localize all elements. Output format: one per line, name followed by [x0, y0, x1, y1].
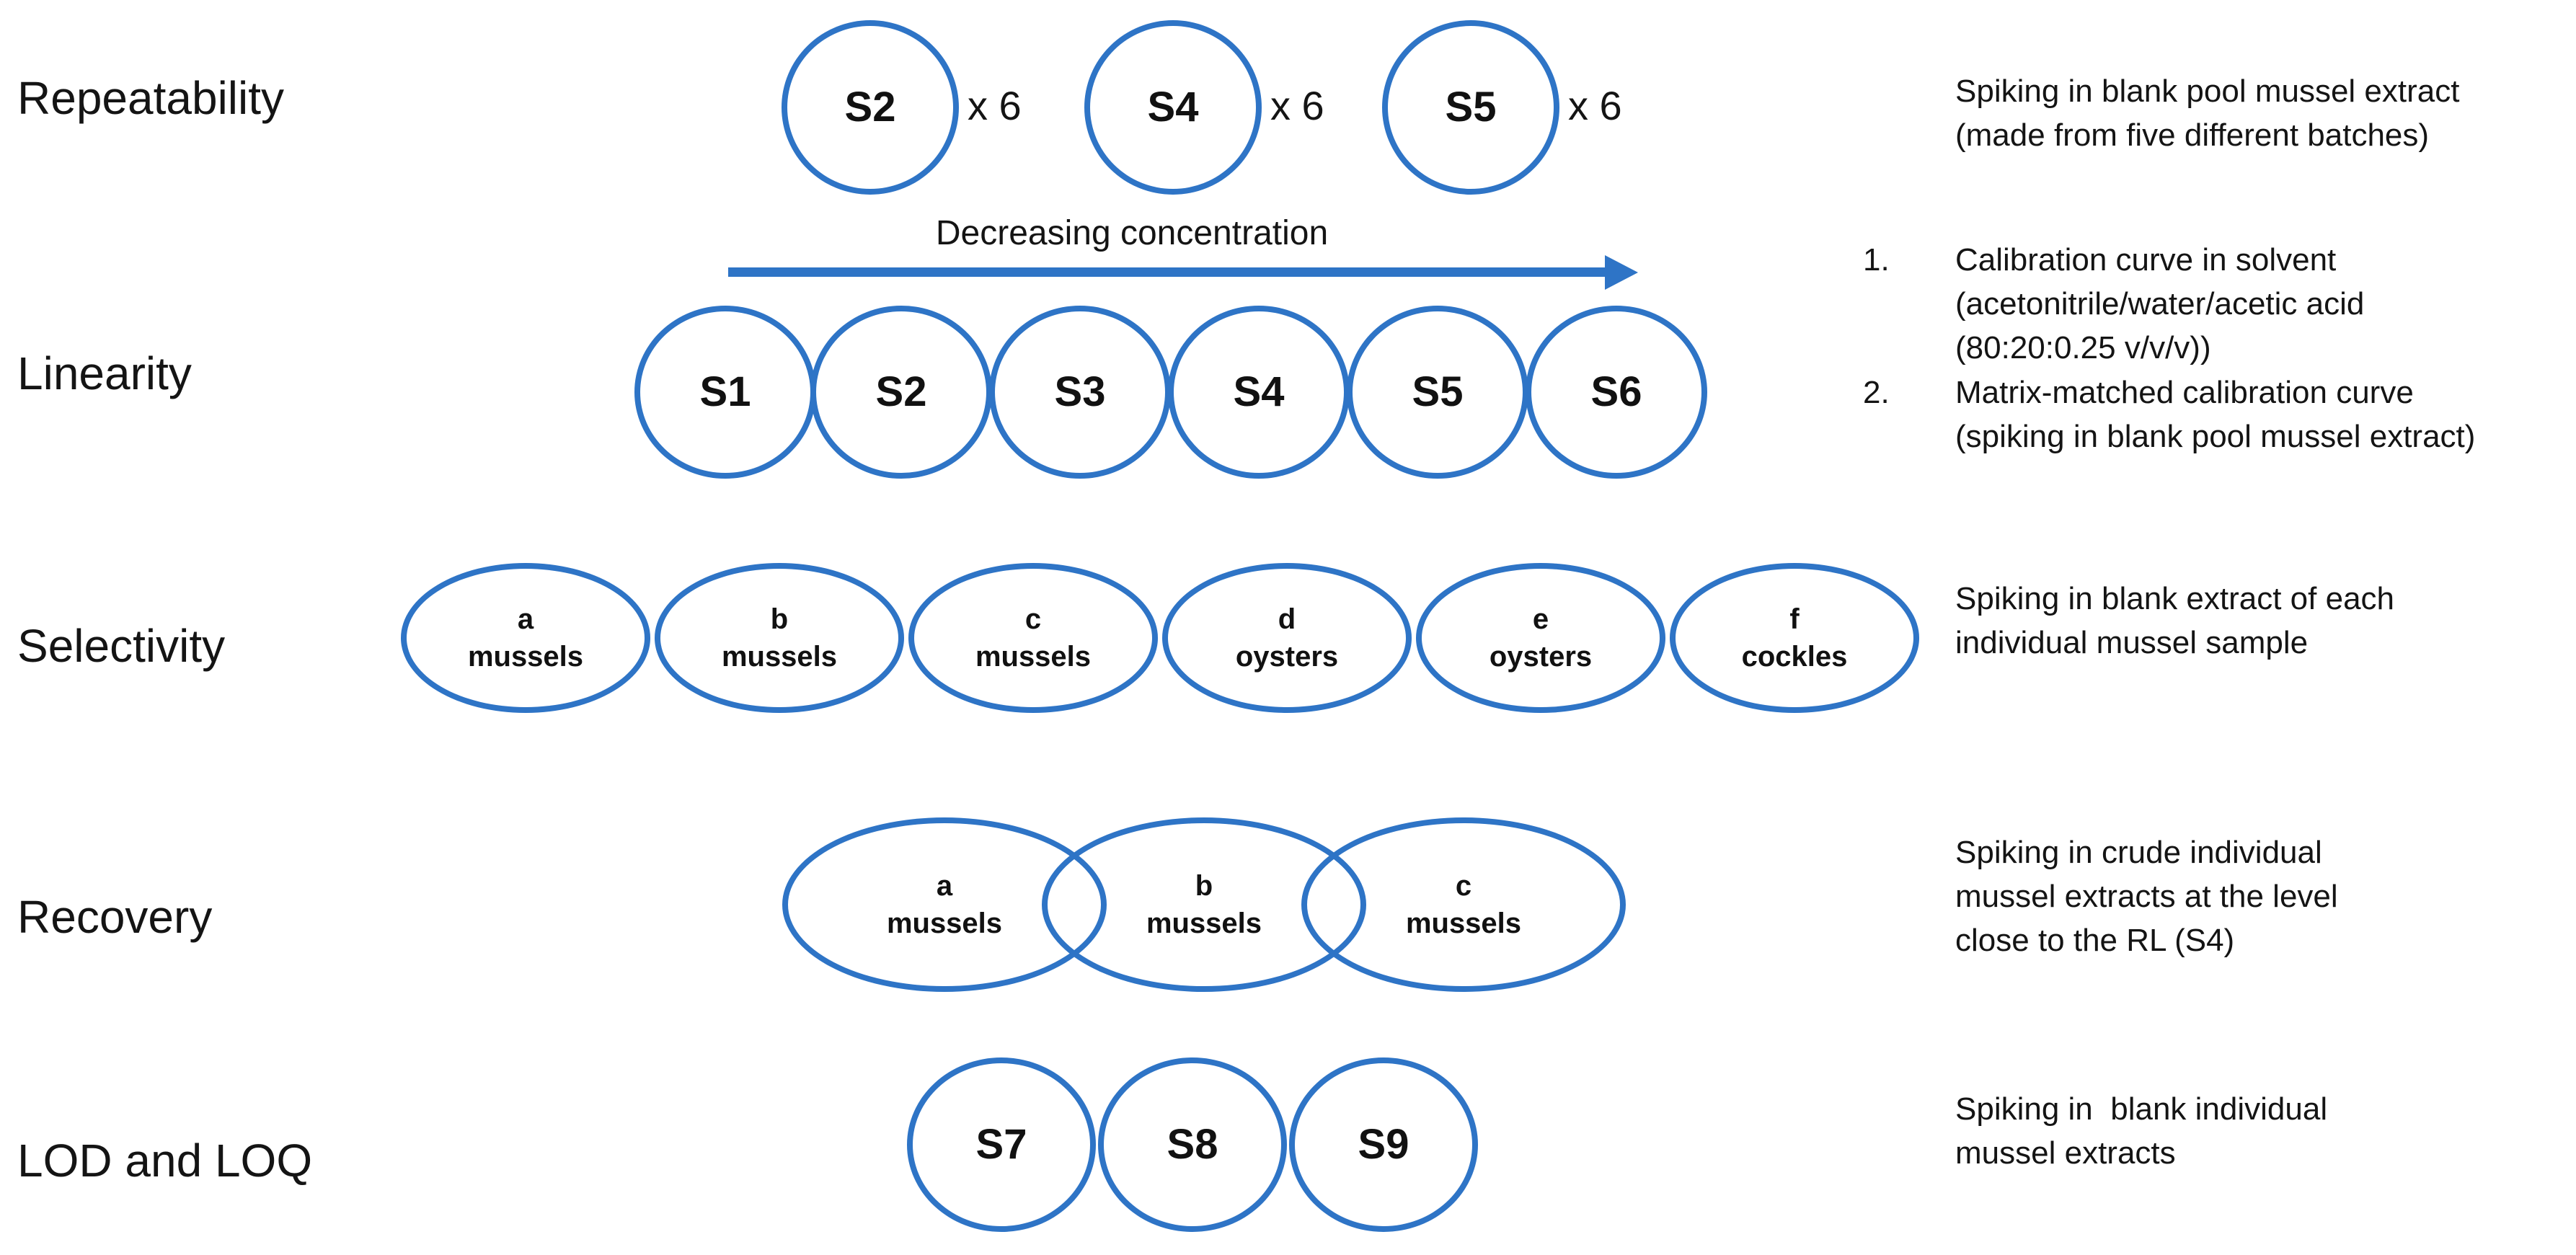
decreasing-concentration-arrow-line	[728, 267, 1606, 277]
sample-letter: c	[1455, 870, 1472, 902]
note-line: (spiking in blank pool mussel extract)	[1955, 419, 2476, 454]
sample-matrix: mussels	[721, 641, 838, 673]
note-recovery: Spiking in crude individual mussel extra…	[1955, 830, 2338, 962]
linearity-sample-circle: S6	[1526, 306, 1707, 479]
selectivity-sample-ellipse: a mussels	[401, 563, 650, 713]
note-line: Calibration curve in solvent	[1955, 242, 2337, 278]
linearity-sample-circle: S3	[989, 306, 1171, 479]
sample-matrix: mussels	[1146, 908, 1262, 939]
sample-letter: b	[770, 603, 789, 635]
list-number: 2.	[1863, 375, 1890, 410]
sample-label: S8	[1167, 1121, 1218, 1168]
note-line: (acetonitrile/water/acetic acid	[1955, 286, 2365, 321]
sample-label: S9	[1358, 1121, 1409, 1168]
note-line: individual mussel sample	[1955, 625, 2309, 660]
repeat-count-label: x 6	[1270, 83, 1324, 128]
sample-matrix: mussels	[1405, 908, 1522, 939]
sample-matrix: oysters	[1235, 641, 1339, 673]
selectivity-sample-ellipse: e oysters	[1416, 563, 1665, 713]
repeatability-sample-circle: S2	[782, 20, 959, 195]
selectivity-sample-ellipse: f cockles	[1670, 563, 1919, 713]
selectivity-sample-ellipse: d oysters	[1162, 563, 1412, 713]
sample-letter: a	[517, 603, 534, 635]
lod-loq-sample-circle: S7	[907, 1057, 1096, 1232]
linearity-sample-circle: S1	[634, 306, 816, 479]
note-line: close to the RL (S4)	[1955, 923, 2235, 958]
note-lod-loq: Spiking in blank individual mussel extra…	[1955, 1087, 2327, 1175]
sample-label: S2	[875, 368, 927, 415]
note-line: mussel extracts at the level	[1955, 879, 2338, 914]
sample-letter: f	[1789, 603, 1800, 635]
row-label-linearity: Linearity	[17, 347, 192, 399]
sample-label: S6	[1590, 368, 1642, 415]
sample-matrix: oysters	[1489, 641, 1593, 673]
row-label-recovery: Recovery	[17, 891, 213, 943]
repeatability-sample-circle: S5	[1382, 20, 1559, 195]
note-line: (made from five different batches)	[1955, 117, 2430, 153]
sample-label: S2	[844, 84, 896, 130]
sample-matrix: mussels	[975, 641, 1092, 673]
arrow-caption: Decreasing concentration	[935, 214, 1329, 252]
sample-label: S7	[975, 1121, 1027, 1168]
note-linearity-item-1: 1. Calibration curve in solvent (acetoni…	[1863, 238, 2364, 370]
note-line: Spiking in blank individual	[1955, 1091, 2328, 1127]
sample-label: S3	[1054, 368, 1106, 415]
sample-letter: b	[1195, 870, 1213, 902]
list-lines: Calibration curve in solvent (acetonitri…	[1955, 238, 2364, 370]
arrow-head-icon	[1605, 255, 1638, 290]
sample-letter: c	[1024, 603, 1042, 635]
note-line: Spiking in blank extract of each	[1955, 581, 2395, 616]
row-label-lod-loq: LOD and LOQ	[17, 1135, 313, 1187]
selectivity-sample-ellipse: c mussels	[908, 563, 1158, 713]
linearity-sample-circle: S2	[810, 306, 992, 479]
sample-label: S1	[699, 368, 751, 415]
repeat-count-label: x 6	[1568, 83, 1622, 128]
sample-matrix: cockles	[1741, 641, 1848, 673]
note-line: Spiking in blank pool mussel extract	[1955, 74, 2460, 109]
note-linearity-item-2: 2. Matrix-matched calibration curve (spi…	[1863, 371, 2475, 458]
sample-letter: a	[936, 870, 953, 902]
row-label-selectivity: Selectivity	[17, 620, 226, 672]
sample-matrix: mussels	[886, 908, 1003, 939]
sample-label: S5	[1445, 84, 1497, 130]
note-line: Matrix-matched calibration curve	[1955, 375, 2414, 410]
note-repeatability: Spiking in blank pool mussel extract (ma…	[1955, 69, 2459, 157]
lod-loq-sample-circle: S9	[1289, 1057, 1478, 1232]
note-line: Spiking in crude individual	[1955, 835, 2322, 870]
note-selectivity: Spiking in blank extract of each individ…	[1955, 577, 2394, 665]
list-number: 1.	[1863, 242, 1890, 278]
lod-loq-sample-circle: S8	[1098, 1057, 1287, 1232]
sample-letter: d	[1278, 603, 1296, 635]
selectivity-sample-ellipse: b mussels	[655, 563, 904, 713]
row-label-repeatability: Repeatability	[17, 72, 284, 124]
note-line: (80:20:0.25 v/v/v))	[1955, 330, 2211, 365]
list-lines: Matrix-matched calibration curve (spikin…	[1955, 371, 2475, 458]
sample-label: S4	[1233, 368, 1285, 415]
recovery-sample-ellipse: c mussels	[1301, 817, 1626, 992]
note-line: mussel extracts	[1955, 1135, 2176, 1171]
linearity-sample-circle: S4	[1168, 306, 1350, 479]
sample-letter: e	[1532, 603, 1549, 635]
linearity-sample-circle: S5	[1347, 306, 1528, 479]
sample-label: S5	[1412, 368, 1464, 415]
sample-label: S4	[1147, 84, 1199, 130]
repeatability-sample-circle: S4	[1084, 20, 1262, 195]
sample-matrix: mussels	[467, 641, 584, 673]
repeat-count-label: x 6	[968, 83, 1022, 128]
